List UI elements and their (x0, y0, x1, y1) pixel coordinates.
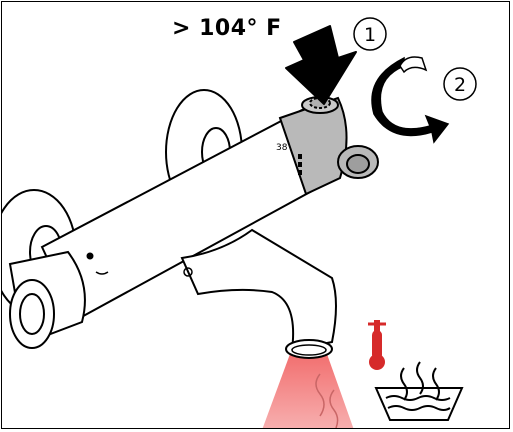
svg-text:2: 2 (454, 74, 466, 96)
rotate-arrow-icon (372, 57, 448, 142)
svg-text:1: 1 (364, 24, 376, 46)
step-1-marker: 1 (354, 18, 386, 50)
svg-text:38: 38 (276, 143, 288, 153)
mixer-illustration: 38 1 2 (2, 2, 510, 429)
thermometer-icon (368, 320, 386, 370)
step-2-marker: 2 (444, 68, 476, 100)
hot-water-icon (376, 362, 462, 420)
water-stream (262, 354, 354, 429)
temperature-threshold-label: > 104° F (172, 16, 282, 41)
push-arrow-icon (286, 26, 356, 104)
